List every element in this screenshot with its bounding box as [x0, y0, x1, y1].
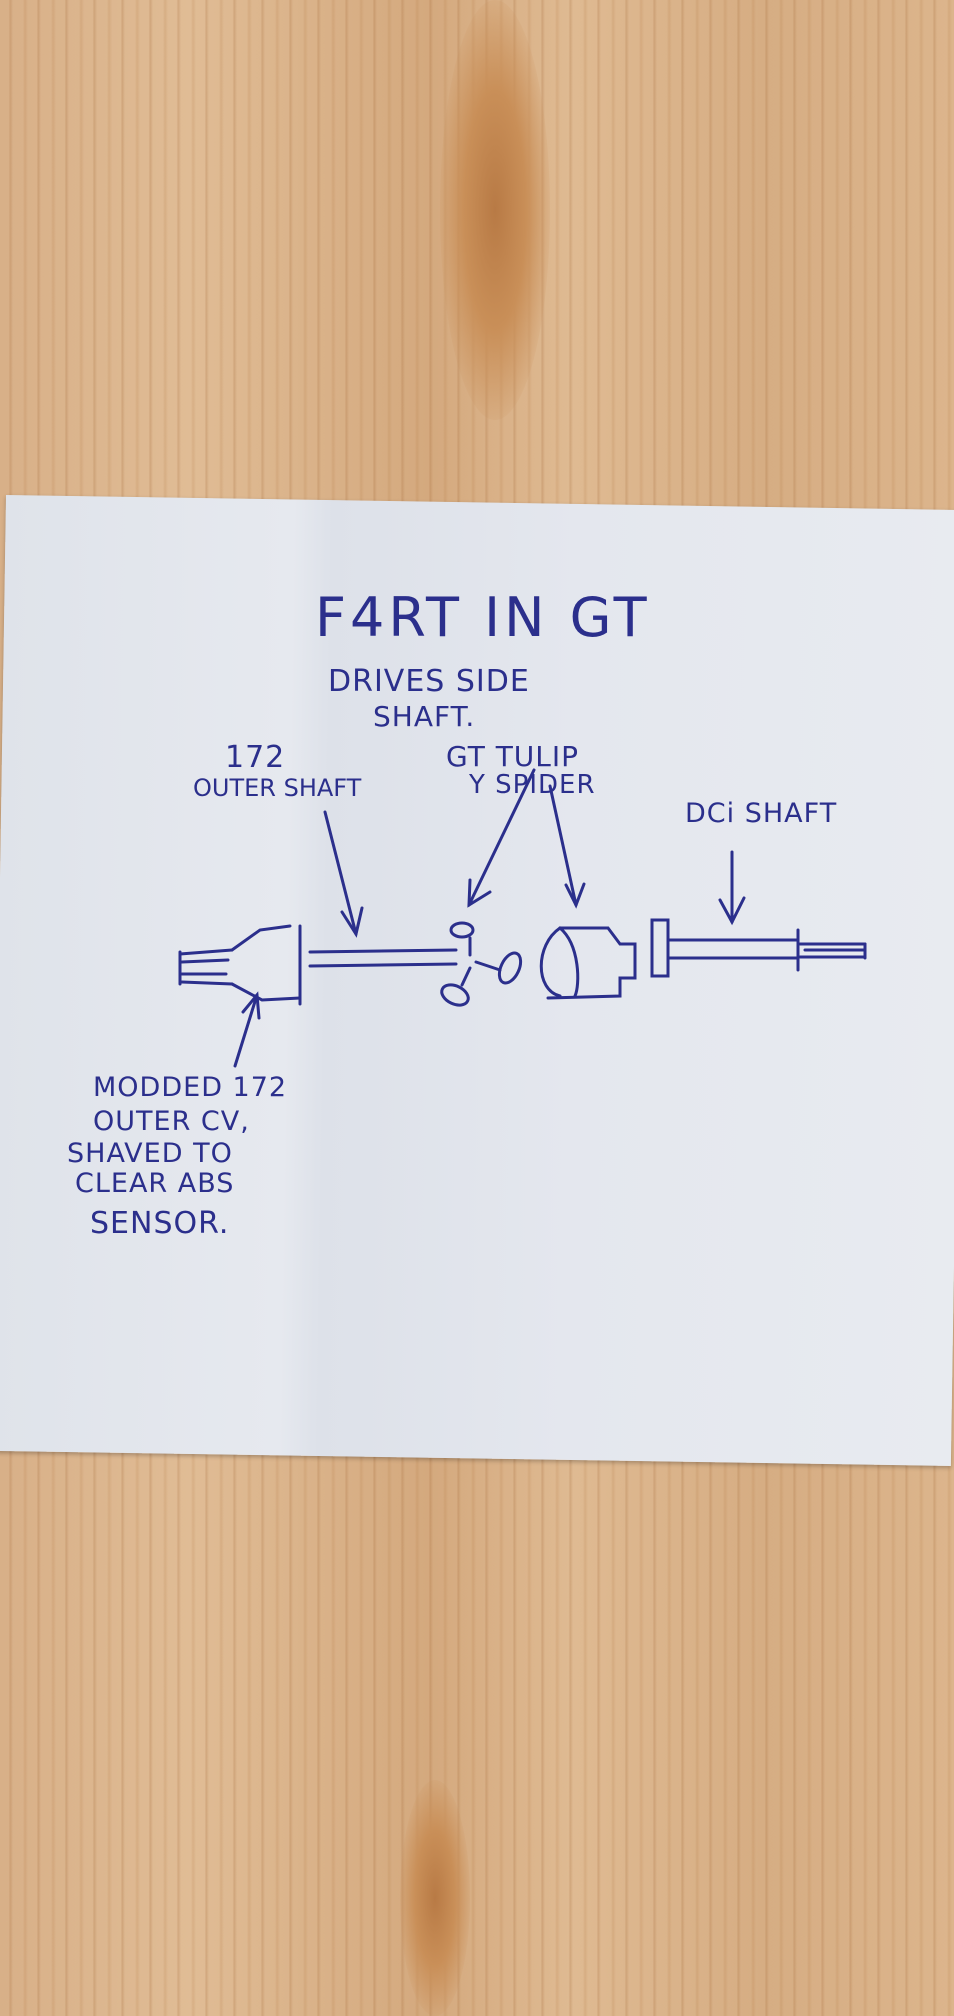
outer-stub-splines	[178, 948, 234, 986]
label-dci-shaft: DCi SHAFT	[685, 798, 838, 829]
label-gt-tulip: GT TULIP	[446, 740, 580, 773]
note-line: SENSOR.	[90, 1206, 230, 1241]
flange	[650, 918, 670, 978]
arrow-tulip	[548, 784, 586, 909]
note-line: OUTER CV,	[93, 1106, 250, 1137]
label-172: 172	[225, 740, 286, 775]
gt-tulip	[539, 926, 637, 1000]
arrow-modded-cv	[233, 991, 261, 1068]
subtitle-line-2: SHAFT.	[373, 700, 476, 733]
arrow-outer-shaft	[323, 810, 364, 938]
label-outer-shaft: OUTER SHAFT	[193, 774, 362, 802]
tripod-spider	[440, 921, 523, 1007]
dci-shaft	[666, 928, 800, 972]
note-line: SHAVED TO	[67, 1138, 233, 1169]
wood-knot	[400, 1780, 470, 2016]
note-line: MODDED 172	[93, 1072, 288, 1103]
outer-shaft	[308, 948, 458, 968]
subtitle-line-1: DRIVES SIDE	[328, 664, 530, 699]
note-line: CLEAR ABS	[75, 1168, 235, 1199]
arrow-spider	[467, 768, 536, 908]
outer-cv-joint	[230, 924, 302, 1006]
diagram-title: F4RT IN GT	[315, 586, 651, 649]
dci-stub-splines	[798, 942, 867, 960]
arrow-dci-shaft	[718, 850, 746, 926]
wood-knot	[440, 0, 550, 420]
